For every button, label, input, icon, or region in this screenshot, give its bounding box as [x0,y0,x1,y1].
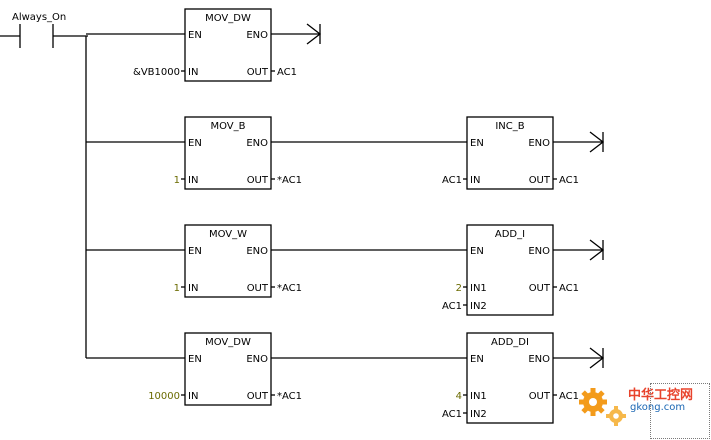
output-value: *AC1 [277,391,302,402]
pin-eno: ENO [528,138,550,149]
input-value: 1 [174,283,180,294]
pin-in2: IN2 [470,301,487,312]
box-frame [184,116,272,190]
output-value: AC1 [559,175,579,186]
pin-en: EN [470,354,484,365]
box-title: INC_B [495,121,524,132]
box-title: ADD_DI [491,337,529,348]
pin-en: EN [188,354,202,365]
watermark: 中华工控网 gkong.com [576,380,711,440]
input-value: AC1 [442,175,462,186]
contact-label: Always_On [12,12,66,23]
pin-en: EN [188,138,202,149]
pin-eno: ENO [528,354,550,365]
pin-in: IN [188,391,198,402]
box-mov-b[interactable]: MOV_B EN ENO IN OUT [184,116,272,190]
pin-out: OUT [529,175,551,186]
pin-eno: ENO [246,30,268,41]
pin-out: OUT [247,283,269,294]
pin-in: IN [188,283,198,294]
gear-icon [579,388,626,426]
input-value: 2 [456,283,462,294]
input-value: 4 [456,391,462,402]
pin-en: EN [470,246,484,257]
selection-rectangle [650,383,710,439]
pin-in1: IN1 [470,391,487,402]
pin-in2: IN2 [470,409,487,420]
input-value: 10000 [148,391,180,402]
output-value: *AC1 [277,175,302,186]
output-value: AC1 [277,67,297,78]
watermark-site-name: 中华工控网 [628,388,694,403]
output-value: AC1 [559,283,579,294]
pin-en: EN [188,30,202,41]
pin-eno: ENO [246,138,268,149]
box-frame [184,332,272,406]
box-frame [466,116,554,190]
pin-eno: ENO [246,354,268,365]
box-title: ADD_I [495,229,525,240]
pin-out: OUT [247,175,269,186]
pin-in1: IN1 [470,283,487,294]
pin-in: IN [188,175,198,186]
box-frame [184,224,272,298]
box-title: MOV_DW [205,13,251,24]
output-value: AC1 [559,391,579,402]
pin-out: OUT [247,391,269,402]
box-title: MOV_B [210,121,245,132]
pin-en: EN [188,246,202,257]
box-title: MOV_W [209,229,247,240]
output-value: *AC1 [277,283,302,294]
pin-out: OUT [529,283,551,294]
input-value: 1 [174,175,180,186]
pin-en: EN [470,138,484,149]
box-frame [184,8,272,82]
input-value: AC1 [442,409,462,420]
box-frame [466,332,554,424]
pin-in: IN [188,67,198,78]
pin-eno: ENO [528,246,550,257]
input-value: AC1 [442,301,462,312]
box-frame [466,224,554,316]
watermark-url: gkong.com [630,402,686,413]
box-title: MOV_DW [205,337,251,348]
pin-out: OUT [529,391,551,402]
input-value: &VB1000 [133,67,180,78]
box-mov-w[interactable]: MOV_W EN ENO IN OUT [184,224,272,298]
pin-eno: ENO [246,246,268,257]
box-inc-b[interactable]: INC_B EN ENO IN OUT [466,116,554,190]
pin-in: IN [470,175,480,186]
pin-out: OUT [247,67,269,78]
